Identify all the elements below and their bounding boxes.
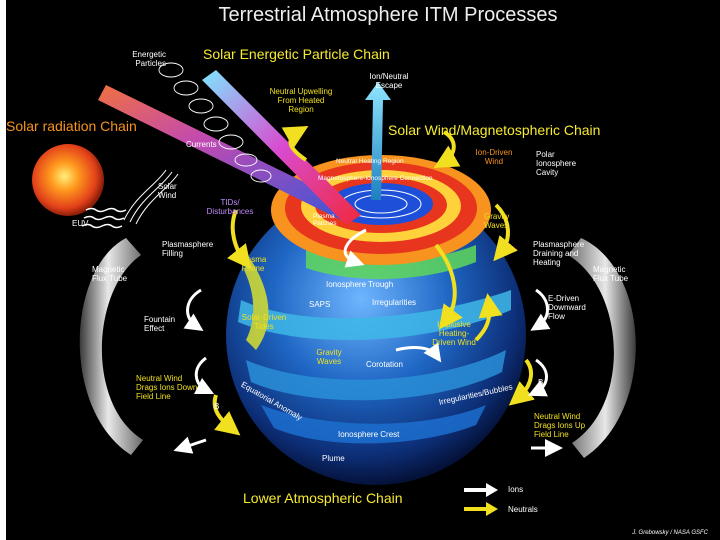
chain-solar-radiation: Solar radiation Chain	[6, 118, 137, 134]
label-ion-neutral-escape: Ion/Neutral Escape	[359, 72, 419, 90]
label-ionosphere-crest: Ionosphere Crest	[338, 430, 399, 439]
page-title: Terrestrial Atmosphere ITM Processes	[178, 3, 598, 27]
legend-ions: Ions	[508, 485, 523, 494]
label-neutral-heating-region: Neutral Heating Region	[336, 158, 404, 165]
sun-icon	[32, 144, 104, 216]
label-energetic-particles: Energetic Particles	[106, 50, 166, 68]
label-neutral-wind-up: Neutral Wind Drags Ions Up Field Line	[534, 412, 585, 439]
label-solar-wind: Solar Wind	[158, 182, 177, 200]
label-b-right: B	[538, 378, 543, 387]
label-implusive-heating: Implusive Heating- Driven Wind	[424, 320, 484, 347]
label-plasma-plume-upper: Plasma Plume	[228, 255, 278, 273]
label-corotation: Corotation	[366, 360, 403, 369]
label-plasmasphere-filling: Plasmasphere Filling	[162, 240, 213, 258]
label-magnetic-flux-tube-right: Magnetic Flux Tube	[593, 265, 628, 283]
chain-solar-wind-magnetospheric: Solar Wind/Magnetospheric Chain	[388, 122, 600, 138]
label-euv: EUV	[72, 219, 88, 228]
chain-lower-atmospheric: Lower Atmospheric Chain	[243, 490, 403, 506]
label-gravity-waves-lower: Gravity Waves	[304, 348, 354, 366]
label-plume-bottom: Plume	[322, 454, 345, 463]
label-plasmasphere-draining: Plasmasphere Draining and Heating	[533, 240, 584, 267]
label-magnetosphere-ionosphere-connection: Magnetosphere-Ionosphere Connection	[318, 175, 433, 182]
label-polar-ionosphere-cavity: Polar Ionosphere Cavity	[536, 150, 576, 177]
label-ionosphere-trough: Ionosphere Trough	[326, 280, 393, 289]
legend-neutrals: Neutrals	[508, 505, 538, 514]
label-solar-driven-tides: Solar-Driven Tides	[234, 313, 294, 331]
neutral-arrow-icon	[464, 502, 498, 516]
diagram-panel: Terrestrial Atmosphere ITM Processes Sol…	[6, 0, 720, 540]
label-neutral-upwelling: Neutral Upwelling From Heated Region	[261, 87, 341, 114]
label-b-left: B	[214, 402, 219, 411]
label-saps: SAPS	[309, 300, 330, 309]
label-gravity-waves-upper: Gravity Waves	[484, 212, 509, 230]
label-ion-driven-wind: Ion-Driven Wind	[469, 148, 519, 166]
label-e-driven-flow: E-Driven Downward Flow	[548, 294, 586, 321]
ion-arrow-icon	[464, 483, 498, 497]
chain-solar-energetic-particle: Solar Energetic Particle Chain	[203, 46, 390, 62]
label-irregularities: Irregularities	[372, 298, 416, 307]
label-tid-disturbances: TIDs/ Disturbances	[200, 198, 260, 216]
label-plasma-patches: Plasma Patches	[313, 213, 337, 227]
label-magnetic-flux-tube-left: Magnetic Flux Tube	[92, 265, 127, 283]
image-credit: J. Grebowsky / NASA GSFC	[632, 530, 708, 536]
label-fountain-effect: Fountain Effect	[144, 315, 175, 333]
label-currents: Currents	[186, 140, 217, 149]
label-neutral-wind-down: Neutral Wind Drags Ions Down Field Line	[136, 374, 197, 401]
euv-rays	[82, 209, 126, 228]
